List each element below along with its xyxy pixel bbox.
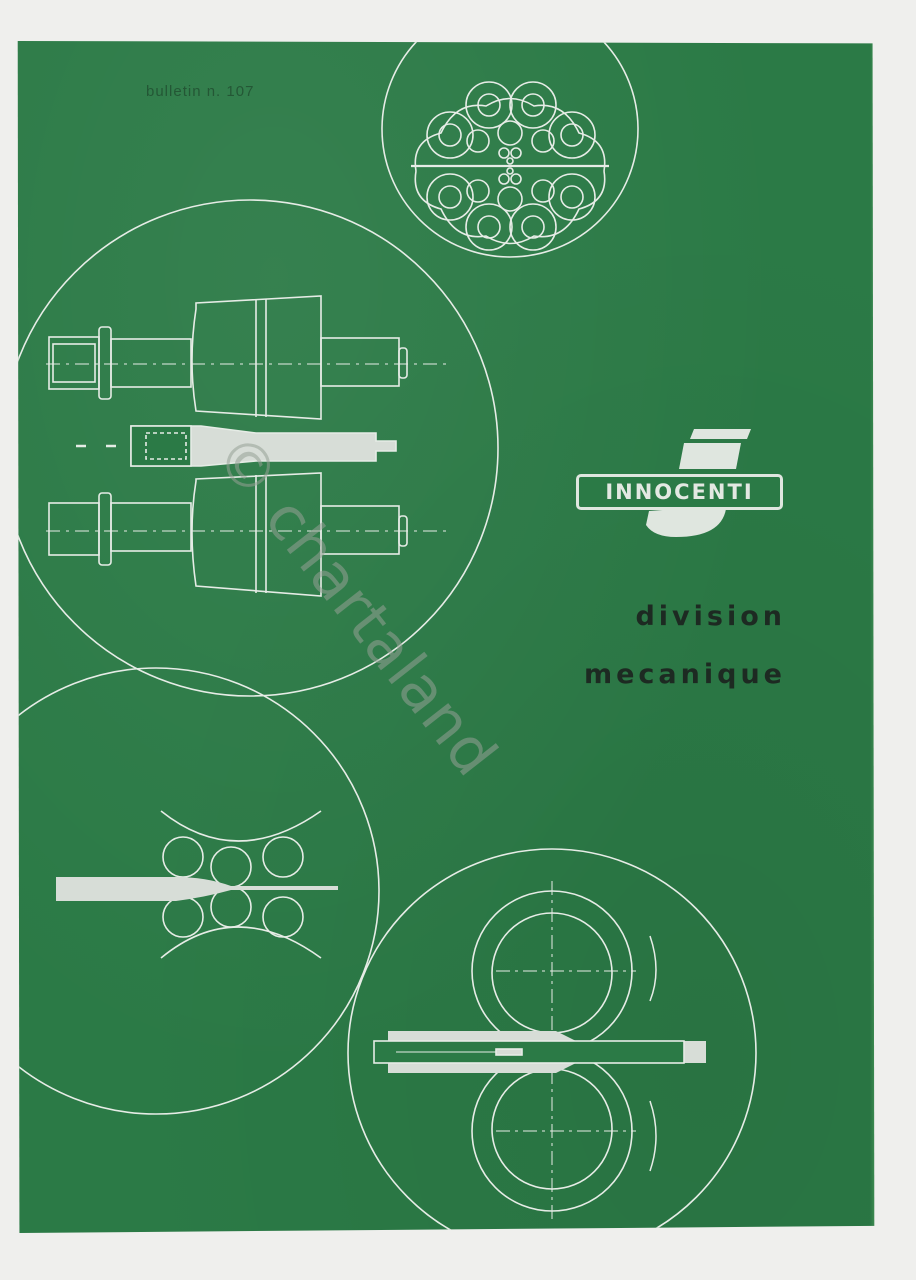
technical-drawings bbox=[17, 41, 757, 1233]
logo-wordmark-box: INNOCENTI bbox=[576, 474, 783, 510]
headline-line-2: mecanique bbox=[583, 659, 786, 690]
brand-name: INNOCENTI bbox=[605, 480, 754, 504]
pilger-rolls-illustration bbox=[17, 199, 499, 697]
brochure-cover: bulletin n. 107 INNOCENTI division mecan… bbox=[17, 41, 875, 1233]
bulletin-number: bulletin n. 107 bbox=[146, 83, 255, 100]
planetary-mill-illustration bbox=[381, 41, 639, 258]
multi-roll-stand-illustration bbox=[17, 667, 380, 1115]
innocenti-logo: INNOCENTI bbox=[576, 429, 791, 541]
logo-j-mark-icon bbox=[646, 429, 751, 537]
tube-rolling-illustration bbox=[347, 848, 757, 1233]
worn-edge bbox=[870, 41, 875, 1233]
headline-line-1: division bbox=[635, 601, 786, 632]
